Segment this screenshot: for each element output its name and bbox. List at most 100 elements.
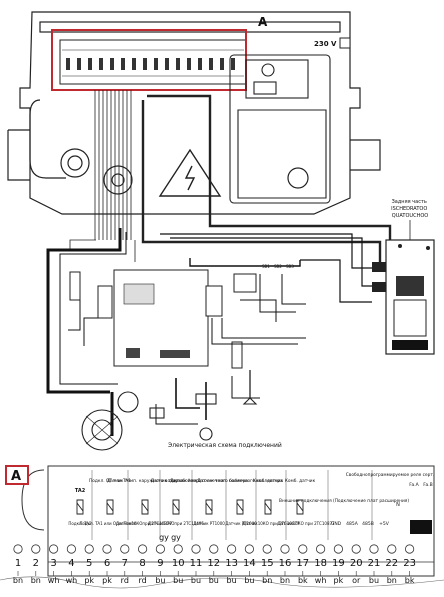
svg-text:Подкл. TA1 или OpenTherm: Подкл. TA1 или OpenTherm xyxy=(79,521,136,526)
wire-color-label: bu xyxy=(227,576,237,585)
wire-color-label: bu xyxy=(209,576,219,585)
terminal-number: 6 xyxy=(104,558,110,569)
strip-glyph-icon xyxy=(165,58,169,70)
wire-color-label: pk xyxy=(84,576,94,585)
svg-text:485B: 485B xyxy=(362,521,374,527)
caption: Электрическая схема подключений xyxy=(168,442,282,449)
strip-glyph-icon xyxy=(77,58,81,70)
svg-text:Комб. датчик: Комб. датчик xyxy=(285,478,316,484)
terminal-screw xyxy=(351,544,361,554)
wire-color-label: pk xyxy=(334,576,344,585)
svg-text:Fa.A: Fa.A xyxy=(409,482,419,488)
terminal-row: 1bn2bn3wh4wh5pk6pk7rd8rd9bu10bu11bu12bu1… xyxy=(13,544,416,585)
terminal-number: 15 xyxy=(261,558,274,569)
terminal-number: 13 xyxy=(225,558,238,569)
terminal-number: 18 xyxy=(314,558,327,569)
terminal-screw xyxy=(262,544,272,554)
strip-glyph-icon xyxy=(143,58,147,70)
voltage-label: 230 V xyxy=(314,40,337,48)
svg-text:gy: gy xyxy=(171,533,181,542)
svg-text:Внешние подключения (Подключен: Внешние подключения (Подключение плат ра… xyxy=(279,498,409,504)
strip-glyph-icon xyxy=(121,58,125,70)
svg-text:Датчик темп. наружного воздуха: Датчик темп. наружного воздуха xyxy=(107,478,183,484)
strip-glyph-icon xyxy=(198,58,202,70)
terminal-number: 23 xyxy=(403,558,416,569)
svg-text:Датчик темп. бойлера: Датчик темп. бойлера xyxy=(151,477,202,484)
sensor-symbol-icon xyxy=(236,499,244,515)
power-module xyxy=(158,54,331,204)
detail-a-frame xyxy=(0,462,444,597)
svg-text:Fa.B: Fa.B xyxy=(423,482,432,488)
sensor-symbol-icon xyxy=(296,499,304,515)
svg-text:gy: gy xyxy=(159,533,169,542)
strip-glyph-icon xyxy=(231,58,235,70)
wire-color-label: bn xyxy=(280,576,290,585)
terminal-screw xyxy=(31,544,41,554)
terminal-number: 2 xyxy=(33,558,39,569)
svg-text:Подкл. TA2: Подкл. TA2 xyxy=(68,521,92,526)
terminal-number: 5 xyxy=(86,558,92,569)
housing-left-features xyxy=(29,99,309,195)
sensor-symbol-icon xyxy=(106,499,114,515)
sensor-symbol-icon xyxy=(205,499,213,515)
marker-a-box xyxy=(5,465,29,485)
terminal-number: 9 xyxy=(157,558,163,569)
wire-color-label: bk xyxy=(298,576,308,585)
wire-color-label: bu xyxy=(244,576,254,585)
terminal-screw xyxy=(315,544,326,554)
terminal-number: 4 xyxy=(68,558,74,569)
svg-text:Датчик10КОпри 2ТС10877: Датчик10КОпри 2ТС10877 xyxy=(116,521,172,526)
terminal-number: 21 xyxy=(368,558,381,569)
terminal-number: 17 xyxy=(296,558,309,569)
sensor-symbol-icon xyxy=(264,499,272,515)
terminal-number: 19 xyxy=(332,558,345,569)
terminal-screw xyxy=(191,544,201,554)
wire-color-label: wh xyxy=(48,576,60,585)
terminal-number: 20 xyxy=(350,558,363,569)
svg-text:Датчик10КО при 2ТС10877: Датчик10КО при 2ТС10877 xyxy=(277,521,335,526)
strip-glyph-icon xyxy=(132,58,136,70)
strip-glyph-icon xyxy=(110,58,114,70)
wire-color-label: bu xyxy=(155,576,165,585)
terminal-screw xyxy=(84,544,94,554)
terminal-screw xyxy=(48,544,59,554)
boiler-housing xyxy=(7,11,381,215)
wire-color-label: rd xyxy=(121,576,129,585)
svg-text:485A: 485A xyxy=(346,521,359,527)
terminal-screw xyxy=(138,544,148,554)
terminal-screw xyxy=(244,544,254,554)
terminal-screw xyxy=(387,544,397,554)
svg-text:+5V: +5V xyxy=(379,521,390,527)
terminal-strip xyxy=(51,29,247,91)
terminal-number: 14 xyxy=(243,558,256,569)
svg-text:Датчик10КО при 2ТС10877: Датчик10КО при 2ТС10877 xyxy=(242,521,300,526)
terminal-screw xyxy=(120,544,130,554)
svg-text:Датчик темп. солнечного бойлер: Датчик темп. солнечного бойлера xyxy=(170,477,248,484)
wire-color-label: bk xyxy=(405,576,415,585)
wire-color-label: bn xyxy=(13,576,23,585)
wire-bundle xyxy=(69,90,392,262)
sensor-symbol-icon xyxy=(141,499,149,515)
bus-labels: GND 485A 485B +5V xyxy=(331,521,390,527)
strip-glyph-icon xyxy=(154,58,158,70)
strip-glyph-icon xyxy=(176,58,180,70)
terminal-screw xyxy=(173,544,183,554)
wire-color-label: bn xyxy=(262,576,272,585)
terminal-number: 3 xyxy=(50,558,56,569)
terminal-screw xyxy=(209,544,219,554)
terminal-screw xyxy=(66,544,77,554)
terminal-number: 12 xyxy=(207,558,220,569)
terminal-number: 1 xyxy=(15,558,21,569)
terminal-number: 10 xyxy=(172,558,185,569)
terminal-screw xyxy=(102,544,112,554)
svg-text:Датчик PT1000: Датчик PT1000 xyxy=(225,521,257,526)
svg-text:Свободнопрограммируемое реле с: Свободнопрограммируемое реле серт. xyxy=(346,472,434,478)
svg-text:Датчик10КОпри 2ТС10495: Датчик10КОпри 2ТС10495 xyxy=(148,521,204,526)
wire-color-label: bu xyxy=(191,576,201,585)
wiring-harness xyxy=(46,228,372,436)
terminal-screw xyxy=(280,544,290,554)
detail-icons xyxy=(76,499,304,515)
terminal-screw xyxy=(227,544,237,554)
strip-glyph-icon xyxy=(88,58,92,70)
remote-panel xyxy=(372,239,435,355)
